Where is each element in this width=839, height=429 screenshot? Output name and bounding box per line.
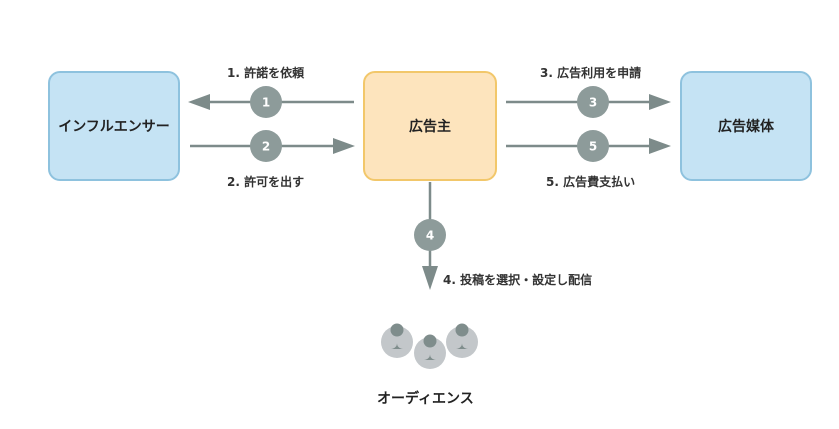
person-icon (381, 323, 413, 358)
step-number-2: 2 (262, 140, 270, 154)
arrowhead-right-icon (333, 138, 355, 154)
step-number-1: 1 (262, 96, 270, 110)
audience-icon (381, 323, 478, 369)
node-influencer: インフルエンサー (48, 71, 180, 181)
step-badge-5 (577, 130, 609, 162)
arrow-step-1: 1 (188, 86, 354, 118)
person-icon (414, 334, 446, 369)
node-audience-label: オーディエンス (377, 391, 474, 407)
arrowhead-right-icon (649, 94, 671, 110)
arrow-step-4: 4 (414, 182, 446, 290)
step-number-3: 3 (589, 96, 597, 110)
arrow-step-3: 3 (506, 86, 671, 118)
step-badge-4 (414, 219, 446, 251)
step-badge-1 (250, 86, 282, 118)
arrowhead-right-icon (649, 138, 671, 154)
arrowhead-left-icon (188, 94, 210, 110)
step-label-3: 3. 広告利用を申請 (540, 66, 642, 80)
person-icon (446, 323, 478, 358)
step-badge-2 (250, 130, 282, 162)
step-label-5: 5. 広告費支払い (546, 175, 636, 189)
step-number-5: 5 (589, 140, 597, 154)
step-badge-3 (577, 86, 609, 118)
step-number-4: 4 (426, 229, 434, 243)
node-influencer-label: インフルエンサー (58, 119, 170, 135)
node-media: 広告媒体 (680, 71, 812, 181)
step-label-1: 1. 許諾を依頼 (227, 66, 305, 80)
arrowhead-down-icon (422, 266, 438, 290)
node-advertiser-label: 広告主 (409, 119, 451, 135)
step-label-4: 4. 投稿を選択・設定し配信 (443, 273, 593, 287)
step-label-2: 2. 許可を出す (227, 175, 305, 189)
node-advertiser: 広告主 (363, 71, 497, 181)
node-media-label: 広告媒体 (718, 119, 774, 135)
arrow-step-2: 2 (190, 130, 355, 162)
arrow-step-5: 5 (506, 130, 671, 162)
